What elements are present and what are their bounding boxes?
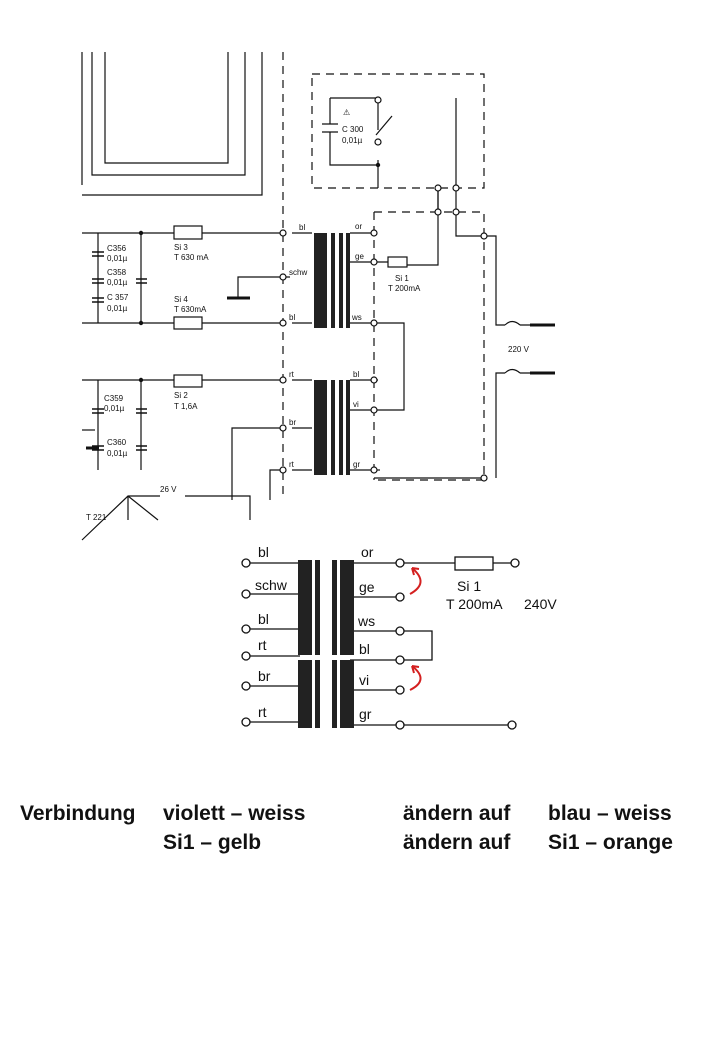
cap-c359-value: 0,01µ — [104, 404, 125, 413]
sec-tap-br: br — [289, 418, 296, 427]
instruction-to-2: Si1 – orange — [548, 831, 673, 854]
top-junctions — [138, 162, 381, 383]
fuse-si3-rating: T 630 mA — [174, 253, 209, 262]
b-right-tap-vi: vi — [359, 672, 369, 688]
change-arrows — [409, 567, 422, 691]
arrow-vi-to-bl — [409, 665, 422, 691]
b-fuse-rating: T 200mA — [446, 596, 503, 612]
sec-tap-rt-2: rt — [289, 460, 295, 469]
b-right-tap-bl: bl — [359, 641, 370, 657]
instruction-label: Verbindung — [20, 802, 136, 825]
fuse-si3-name: Si 3 — [174, 243, 188, 252]
cap-c356-value: 0,01µ — [107, 254, 128, 263]
fuse-si4-name: Si 4 — [174, 295, 188, 304]
top-fuses — [173, 225, 408, 388]
sec-tap-schw: schw — [289, 268, 307, 277]
sec-tap-bl-1: bl — [299, 223, 305, 232]
bottom-transformer — [298, 560, 354, 728]
b-left-tap-bl-1: bl — [258, 544, 269, 560]
fuse-si4-rating: T 630mA — [174, 305, 207, 314]
pri-tap-vi: vi — [353, 400, 359, 409]
b-fuse-voltage: 240V — [524, 596, 557, 612]
b-left-tap-schw: schw — [255, 577, 288, 593]
b-fuse-name: Si 1 — [457, 578, 481, 594]
cap-c357-name: C 357 — [107, 293, 129, 302]
top-terminals — [279, 96, 488, 482]
transistor-label: T 221 — [86, 513, 107, 522]
cap-c360-value: 0,01µ — [107, 449, 128, 458]
cap-c358-name: C358 — [107, 268, 127, 277]
sec-tap-rt-1: rt — [289, 370, 295, 379]
instruction-from-2: Si1 – gelb — [163, 831, 262, 854]
b-left-tap-rt-1: rt — [258, 637, 267, 653]
primary-fuse-name: Si 1 — [395, 274, 409, 283]
b-left-tap-rt-2: rt — [258, 704, 267, 720]
pri-tap-ge: ge — [355, 252, 364, 261]
top-capacitors — [86, 251, 147, 451]
switch-cap-name: C 300 — [342, 125, 364, 134]
switch-cap-value: 0,01µ — [342, 136, 363, 145]
b-right-tap-ws: ws — [357, 613, 375, 629]
sec-tap-bl-2: bl — [289, 313, 295, 322]
fuse-si2-rating: T 1,6A — [174, 402, 198, 411]
cap-c356-name: C356 — [107, 244, 127, 253]
cap-c360-name: C360 — [107, 438, 127, 447]
top-transformer — [314, 233, 350, 475]
mains-voltage-label: 220 V — [508, 345, 530, 354]
pri-tap-or: or — [355, 222, 362, 231]
instruction-from-1: violett – weiss — [163, 802, 306, 825]
instruction-to-1: blau – weiss — [548, 802, 672, 825]
warning-icon: ⚠ — [343, 108, 350, 117]
fuse-si2-name: Si 2 — [174, 391, 188, 400]
arrow-ge-to-or — [409, 567, 422, 595]
bottom-fuse — [454, 556, 494, 571]
bottom-schematic — [246, 562, 515, 726]
pri-tap-gr: gr — [353, 460, 360, 469]
b-right-tap-or: or — [361, 544, 374, 560]
primary-fuse-rating: T 200mA — [388, 284, 421, 293]
instruction-action-1: ändern auf — [403, 802, 511, 825]
pri-tap-ws: ws — [351, 313, 362, 322]
b-right-tap-ge: ge — [359, 579, 375, 595]
b-right-tap-gr: gr — [359, 706, 372, 722]
instruction-action-2: ändern auf — [403, 831, 511, 854]
bottom-terminals — [241, 558, 520, 730]
cap-c357-value: 0,01µ — [107, 304, 128, 313]
dc-voltage-label: 26 V — [160, 485, 177, 494]
cap-c358-value: 0,01µ — [107, 278, 128, 287]
pri-tap-bl: bl — [353, 370, 359, 379]
b-left-tap-bl-2: bl — [258, 611, 269, 627]
b-left-tap-br: br — [258, 668, 271, 684]
cap-c359-name: C359 — [104, 394, 124, 403]
